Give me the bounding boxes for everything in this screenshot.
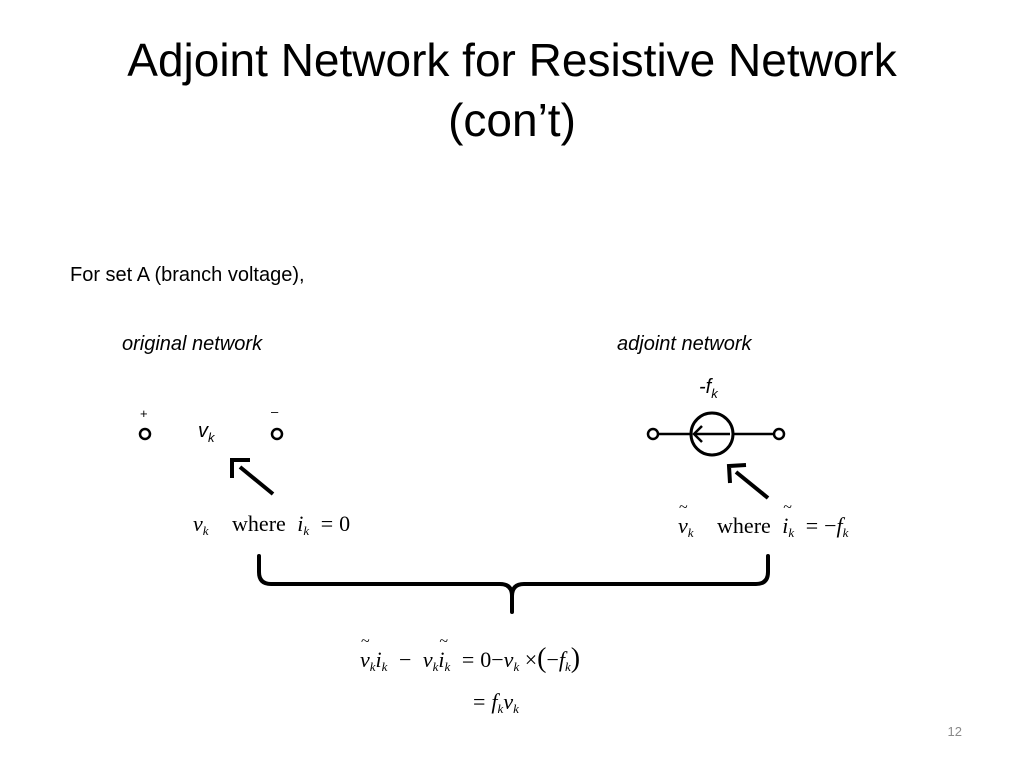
- branch-voltage-label: vk: [198, 420, 215, 445]
- original-minus-terminal: [270, 427, 284, 441]
- slide-title: Adjoint Network for Resistive Network (c…: [0, 30, 1024, 150]
- original-network-caption: original network: [122, 333, 263, 355]
- title-line-1: Adjoint Network for Resistive Network: [127, 34, 897, 86]
- plus-sign: +: [140, 406, 148, 421]
- minus-sign: –: [271, 404, 279, 419]
- intro-text: For set A (branch voltage),: [70, 264, 305, 286]
- result-equation-line-2: =fkvk: [473, 689, 519, 716]
- original-pointer-arrow: [230, 458, 275, 496]
- adjoint-left-terminal: [646, 427, 660, 441]
- curly-brace: [257, 554, 770, 614]
- adjoint-current-source: [658, 411, 774, 457]
- original-formula: vk where ik =0: [193, 511, 351, 538]
- source-value-label: -fk: [699, 376, 718, 401]
- slide-number: 12: [947, 724, 962, 739]
- title-line-2: (con’t): [448, 94, 576, 146]
- adjoint-network-caption: adjoint network: [617, 333, 752, 355]
- original-plus-terminal: [138, 427, 152, 441]
- adjoint-pointer-arrow: [726, 463, 770, 500]
- adjoint-formula: vk where ik =−fk: [678, 499, 848, 541]
- result-equation-line-1: vkik − vkik =0−vk ×(−fk): [360, 633, 580, 675]
- adjoint-right-terminal: [772, 427, 786, 441]
